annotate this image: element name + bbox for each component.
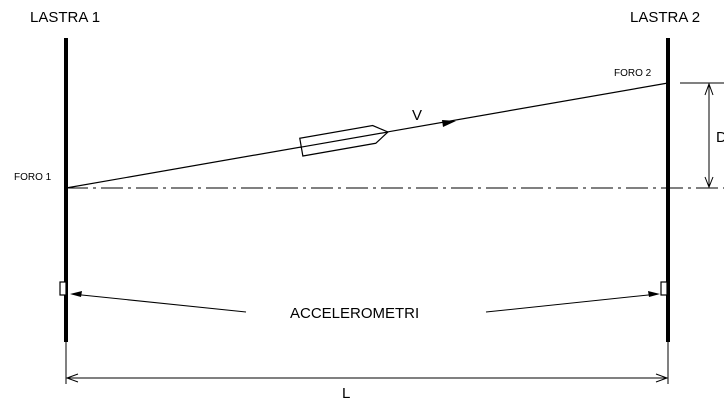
leader-line-right: [485, 293, 659, 313]
d-arrow-top: [704, 82, 714, 96]
l-arrow-left: [65, 373, 79, 383]
d-arrow-bottom: [704, 176, 714, 189]
plate-1-label: LASTRA 1: [30, 9, 100, 26]
leader-line-left: [71, 293, 247, 313]
distance-d-label: D: [716, 129, 724, 146]
l-arrow-right: [655, 373, 669, 383]
accelerometers-label: ACCELEROMETRI: [290, 305, 419, 322]
leader-arrow-right: [648, 291, 660, 297]
length-l-label: L: [342, 385, 350, 401]
hole-1-label: FORO 1: [14, 172, 52, 183]
velocity-arrowhead: [442, 120, 456, 127]
velocity-label: V: [412, 107, 422, 124]
accelerometer-1: [59, 281, 67, 296]
accelerometer-2: [660, 281, 668, 296]
plate-2-label: LASTRA 2: [630, 9, 700, 26]
hole-2-label: FORO 2: [614, 68, 652, 79]
trajectory-through-projectile: [299, 131, 389, 148]
leader-arrow-left: [70, 291, 82, 297]
